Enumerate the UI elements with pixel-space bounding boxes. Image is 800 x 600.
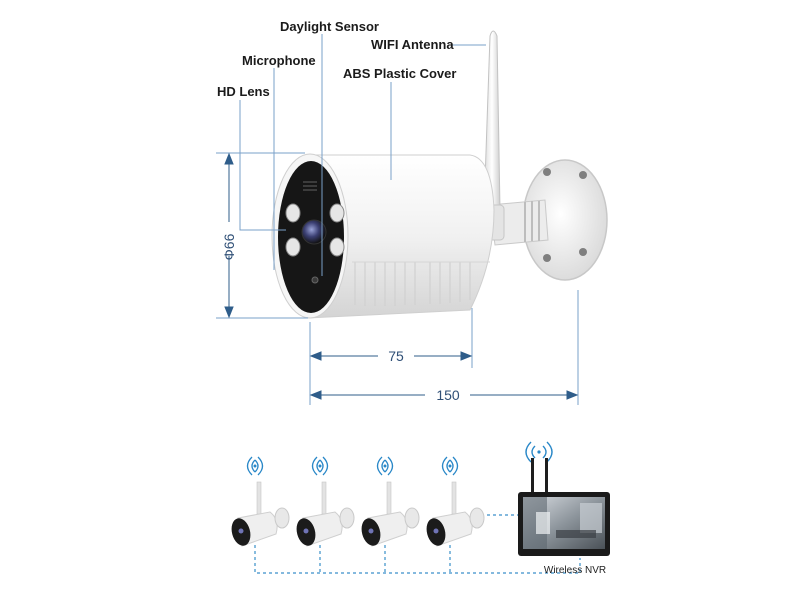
wall-mount [489, 159, 608, 281]
microphone-grille [303, 181, 317, 191]
label-microphone: Microphone [242, 53, 316, 68]
main-camera [271, 30, 608, 319]
nvr-label: Wireless NVR [544, 565, 606, 576]
camera-body [271, 153, 495, 319]
ir-leds [285, 203, 345, 257]
dimension-diameter: Φ66 [221, 233, 237, 260]
label-daylight-sensor: Daylight Sensor [280, 19, 379, 34]
label-hd-lens: HD Lens [217, 84, 270, 99]
network-diagram: Wireless NVR [231, 441, 610, 576]
dimension-lines [216, 152, 579, 405]
wireless-nvr [518, 441, 610, 556]
network-camera-1 [231, 456, 290, 547]
label-wifi-antenna: WIFI Antenna [371, 37, 454, 52]
network-camera-4 [426, 456, 485, 547]
network-camera-3 [361, 456, 420, 547]
dimension-length: 75 [388, 348, 404, 364]
leader-lines [239, 34, 486, 276]
wifi-icon [525, 441, 553, 463]
hd-lens [301, 219, 327, 245]
network-camera-2 [296, 456, 355, 547]
daylight-sensor [311, 276, 319, 284]
dimension-total-length: 150 [436, 387, 460, 403]
label-abs-cover: ABS Plastic Cover [343, 66, 456, 81]
